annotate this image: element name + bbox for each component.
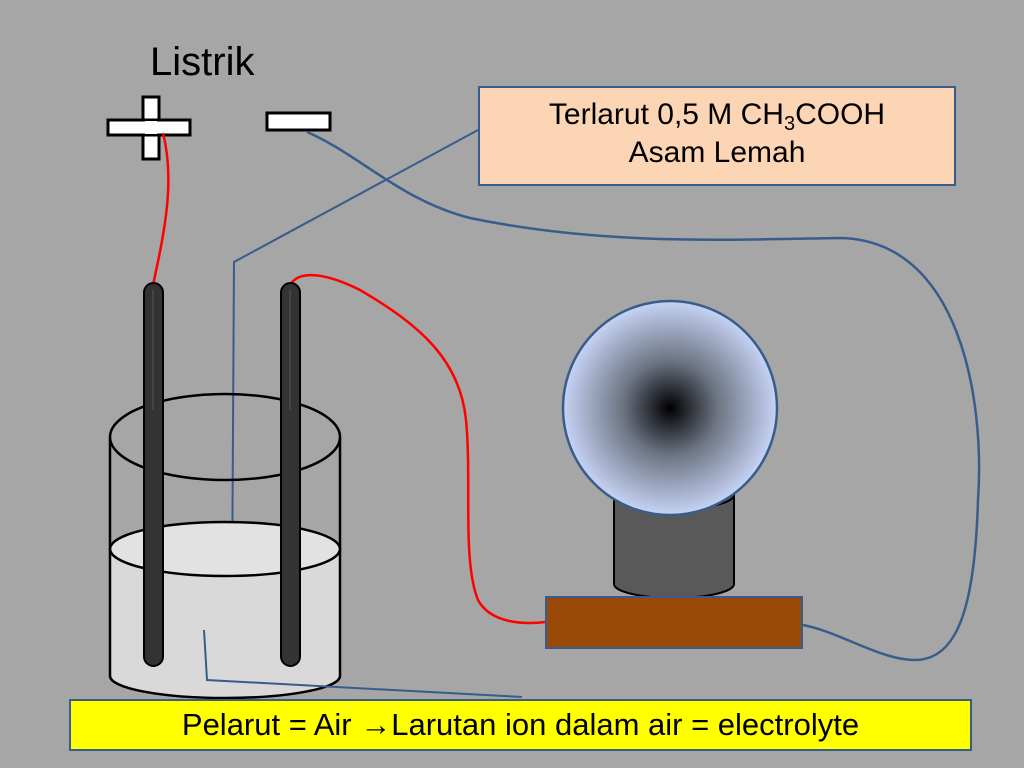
positive-terminal-icon [106, 95, 192, 161]
solution-line-2: Asam Lemah [628, 136, 806, 169]
negative-terminal-icon [265, 111, 332, 132]
bulb-glass [561, 299, 779, 517]
positive-wire [151, 132, 170, 286]
beaker-rim [108, 392, 342, 482]
electrolyte-caption: Pelarut = Air →Larutan ion dalam air = e… [69, 699, 972, 751]
solution-callout-line [231, 129, 479, 598]
caption-part-2: Larutan ion dalam air = electrolyte [391, 707, 860, 742]
caption-callout-line [203, 629, 523, 698]
arrow-icon: → [360, 707, 392, 742]
diagram-title: Listrik [150, 40, 255, 84]
cathode-electrode [280, 282, 301, 667]
caption-part-1: Pelarut = Air [181, 707, 361, 742]
lamp-wire [288, 273, 547, 625]
solution-info-box: Terlarut 0,5 M CH3COOH Asam Lemah [478, 86, 956, 186]
solution-line-1: Terlarut 0,5 M CH3COOH [548, 98, 886, 135]
negative-wire [306, 130, 981, 662]
lamp-base-board [545, 596, 803, 649]
anode-electrode [143, 282, 164, 667]
light-bulb [545, 299, 803, 649]
